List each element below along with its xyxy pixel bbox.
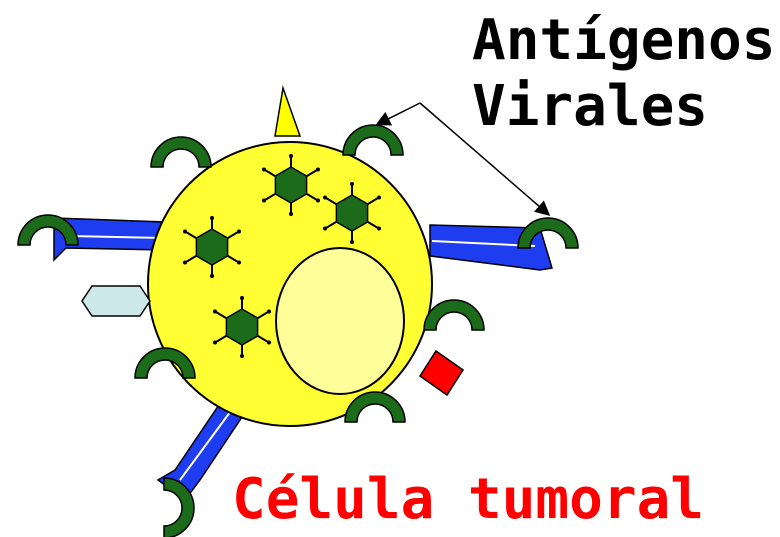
antigen-label-line2: Virales <box>472 74 772 140</box>
tag-diamond-right <box>420 351 463 395</box>
antigen-icon <box>424 300 484 330</box>
antigen-icon <box>151 137 211 167</box>
antigen-icon <box>343 125 403 155</box>
cell-label: Célula tumoral <box>232 468 772 532</box>
antigen-label-line1: Antígenos <box>472 8 772 74</box>
top-spike <box>275 88 300 136</box>
nucleus <box>276 248 404 394</box>
tag-hexagon-left <box>82 286 150 316</box>
antigen-icon <box>518 218 578 248</box>
antigen-label: Antígenos Virales <box>472 8 772 140</box>
